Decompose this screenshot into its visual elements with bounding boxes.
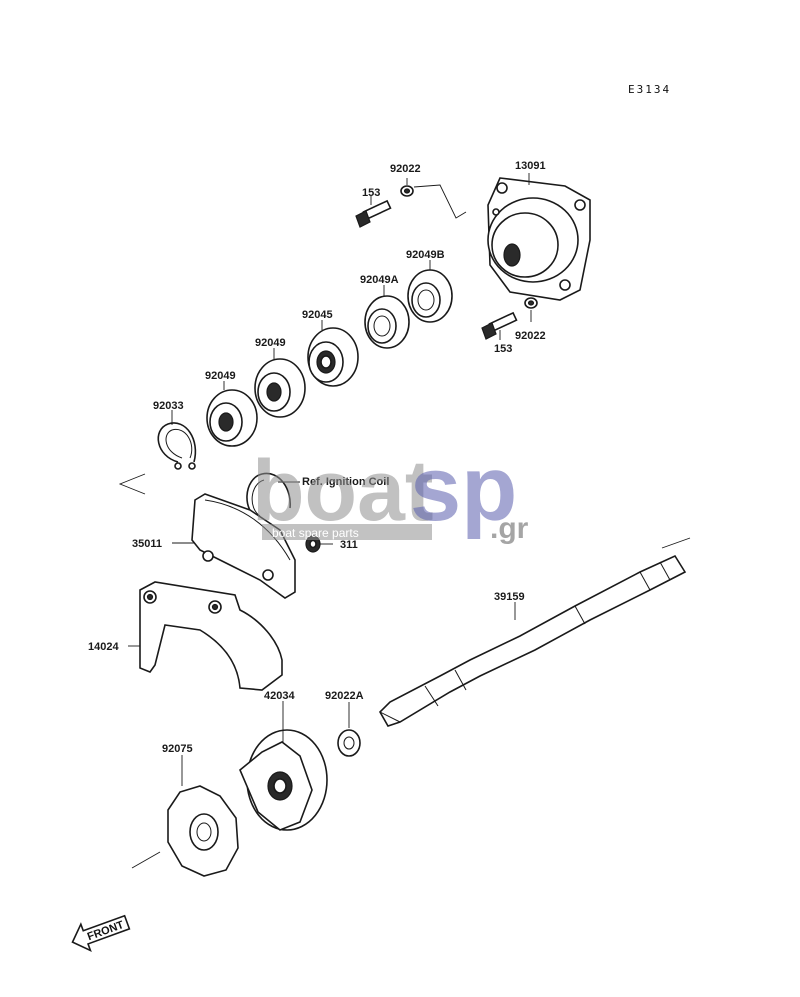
bolt-153-top [355,199,392,228]
callout-92049-b: 92049 [205,370,236,382]
diagram-code: E3134 [628,83,671,96]
watermark-tld: .gr [490,512,529,545]
damper-92075 [167,785,239,877]
callout-92022A: 92022A [325,690,364,702]
callout-92022-bottom: 92022 [515,330,546,342]
callout-92049B: 92049B [406,249,445,261]
callout-311: 311 [340,539,358,551]
coupling-42034 [239,729,328,831]
seal-92049B [407,269,453,323]
callout-92022-top: 92022 [390,163,421,175]
callout-ref-ignition-coil: Ref. Ignition Coil [302,476,389,488]
watermark-tagline: boat spare parts [272,526,359,540]
callout-92049A: 92049A [360,274,399,286]
circlip-92033 [157,422,197,470]
front-arrow-icon: FRONT [71,914,131,953]
callout-92049-a: 92049 [255,337,286,349]
callout-13091: 13091 [515,160,546,172]
callout-14024: 14024 [88,641,119,653]
callout-92045: 92045 [302,309,333,321]
bolt-153-bottom [481,311,518,340]
callout-153-bottom: 153 [494,343,512,355]
seal-92049-a [254,358,306,418]
watermark-brand-right: sp [410,438,517,540]
seal-92049A [364,295,410,349]
bearing-housing-13091 [487,177,591,301]
watermark-brand-left: boat [252,443,434,539]
callout-35011: 35011 [132,538,162,550]
cover-35011 [191,493,296,599]
bracket-14024 [139,581,283,691]
callout-39159: 39159 [494,591,525,603]
callout-153-top: 153 [362,187,380,199]
callout-92033: 92033 [153,400,184,412]
callout-42034: 42034 [264,690,295,702]
callout-92075: 92075 [162,743,193,755]
bearing-92045 [307,327,359,387]
watermark-logo: boat sp .gr boat spare parts [252,438,529,545]
seal-92049-b [206,389,258,447]
washer-92022A [337,729,361,757]
drive-shaft-39159 [379,554,687,727]
